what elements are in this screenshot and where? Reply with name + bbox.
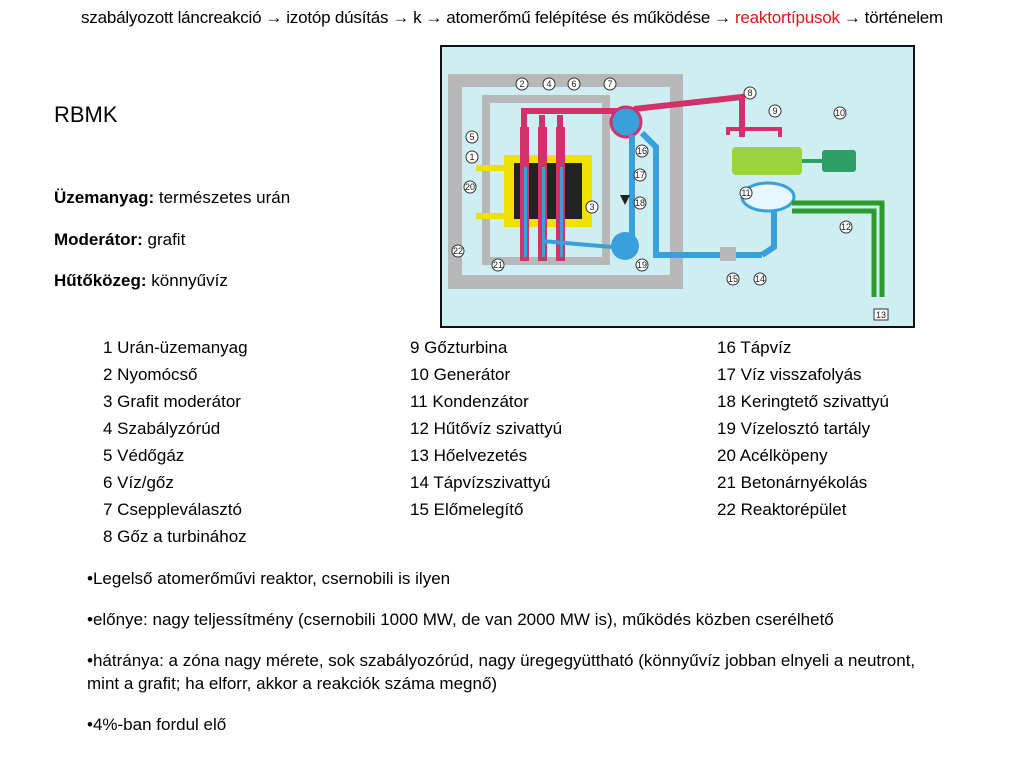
diagram-label: 18 [635,198,645,208]
legend-item: 15 Előmelegítő [410,500,524,519]
diagram-label: 8 [747,88,752,98]
bullet-item: •Legelső atomerőművi reaktor, csernobili… [87,569,451,588]
circulation-pump-icon [620,195,630,205]
breadcrumb-item-power-plant[interactable]: atomerőmű felépítése és működése [446,8,711,27]
diagram-label: 4 [546,79,551,89]
diagram-label: 20 [465,182,475,192]
bullet-list: •Legelső atomerőművi reaktor, csernobili… [87,567,947,754]
breadcrumb-separator: → [843,8,861,27]
control-rod [524,167,527,257]
bullet-item: •hátránya: a zóna nagy mérete, sok szabá… [87,651,916,693]
breadcrumb-item-reactor-types[interactable]: reaktortípusok [734,8,840,27]
legend-item: 1 Urán-üzemanyag [103,338,248,357]
breadcrumb-item-k[interactable]: k [413,8,422,27]
legend-item: 3 Grafit moderátor [103,392,241,411]
steam-pipe [521,108,618,127]
legend-column-3: 16 Tápvíz 17 Víz visszafolyás 18 Keringt… [717,334,889,523]
diagram-label: 14 [755,274,765,284]
legend-item: 21 Betonárnyékolás [717,473,868,492]
steam-to-turbine [633,93,745,137]
breadcrumb-item-isotope-enrichment[interactable]: izotóp dúsítás [286,8,389,27]
legend-item: 7 Cseppleválasztó [103,500,242,519]
legend-column-2: 9 Gőzturbina 10 Generátor 11 Kondenzátor… [410,334,562,523]
diagram-label: 2 [519,79,524,89]
diagram-label: 13 [876,310,886,320]
gas-outlet [476,213,506,219]
feedwater-pipe [760,197,777,258]
legend-item: 4 Szabályzórúd [103,419,221,438]
diagram-label: 11 [741,188,750,198]
page-title: RBMK [54,102,118,127]
property-label: Moderátor: [54,230,143,249]
diagram-label: 12 [841,222,851,232]
legend-item: 9 Gőzturbina [410,338,508,357]
control-rod [542,167,545,257]
property-value: könnyűvíz [151,271,228,290]
legend-item: 13 Hőelvezetés [410,446,528,465]
legend-column-1: 1 Urán-üzemanyag 2 Nyomócső 3 Grafit mod… [103,334,248,550]
diagram-label: 21 [493,260,503,270]
diagram-label: 1 [469,152,474,162]
legend-item: 16 Tápvíz [717,338,792,357]
property-value: grafit [147,230,186,249]
diagram-label: 10 [835,108,845,118]
diagram-label: 17 [635,170,645,180]
breadcrumb-item-history[interactable]: történelem [864,8,944,27]
property-value: természetes urán [158,188,291,207]
diagram-label: 6 [571,79,576,89]
cooling-water-pipe [792,200,885,297]
legend-item: 6 Víz/gőz [103,473,174,492]
legend-item: 5 Védőgáz [103,446,185,465]
cooling-water-pipe [792,208,877,297]
control-rod [560,167,563,257]
property-label: Üzemanyag: [54,188,155,207]
feedwater-pipe [639,130,762,258]
legend-item: 8 Gőz a turbinához [103,527,247,546]
legend-item: 20 Acélköpeny [717,446,828,465]
diagram-label: 5 [469,132,474,142]
rbmk-schematic: 2 4 6 7 8 9 10 11 12 13 14 15 16 17 18 1… [442,47,913,326]
breadcrumb-separator: → [425,8,443,27]
diagram-label: 19 [637,260,647,270]
legend-item: 14 Tápvízszivattyú [410,473,551,492]
property-coolant: Hűtőközeg: könnyűvíz [54,271,228,291]
diagram-label: 3 [589,202,594,212]
legend-item: 17 Víz visszafolyás [717,365,862,384]
gas-inlet [476,165,506,171]
diagram-label: 9 [772,106,777,116]
breadcrumb-separator: → [265,8,283,27]
breadcrumb-separator: → [714,8,731,27]
legend-item: 19 Vízelosztó tartály [717,419,871,438]
property-moderator: Moderátor: grafit [54,230,185,250]
diagram-label: 22 [453,246,463,256]
breadcrumb-item-chain-reaction[interactable]: szabályozott láncreakció [80,8,262,27]
property-label: Hűtőközeg: [54,271,147,290]
breadcrumb: szabályozott láncreakció→izotóp dúsítás→… [0,8,1024,28]
legend-item: 11 Kondenzátor [410,392,529,411]
bullet-item: •4%-ban fordul elő [87,715,227,734]
rbmk-diagram: 2 4 6 7 8 9 10 11 12 13 14 15 16 17 18 1… [440,45,915,328]
legend-item: 10 Generátor [410,365,511,384]
diagram-label: 16 [637,146,647,156]
legend-item: 22 Reaktorépület [717,500,847,519]
bullet-item: •előnye: nagy teljessítmény (csernobili … [87,610,834,629]
generator [822,150,856,172]
preheater [720,247,736,261]
diagram-label: 15 [728,274,738,284]
legend-item: 2 Nyomócső [103,365,198,384]
distribution-pipe [541,239,613,249]
legend-item: 12 Hűtővíz szivattyú [410,419,563,438]
separator-drum [609,105,643,139]
diagram-label: 7 [607,79,612,89]
breadcrumb-separator: → [392,8,410,27]
distribution-tank [611,232,639,260]
steam-loop [726,127,782,137]
steam-turbine [732,147,802,175]
property-fuel: Üzemanyag: természetes urán [54,188,290,208]
legend-item: 18 Keringtető szivattyú [717,392,889,411]
